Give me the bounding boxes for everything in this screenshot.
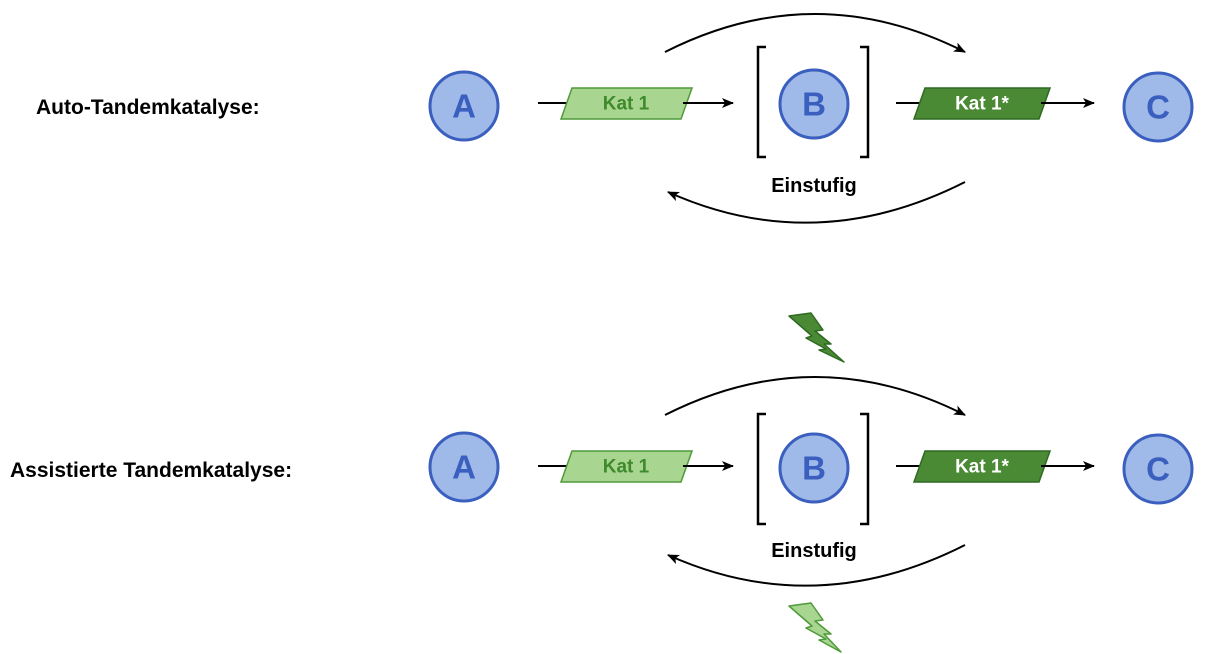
row-assisted-tandem: Assistierte Tandemkatalyse: A Kat 1 B Ei… — [10, 312, 1194, 653]
forward-cycle-arrow — [664, 13, 966, 53]
node-c-label: C — [1146, 451, 1170, 488]
node-b-circle — [778, 432, 850, 504]
node-b-label: B — [802, 86, 826, 123]
node-a-circle — [428, 70, 500, 142]
node-b-circle — [778, 68, 850, 140]
catalyst-kat1-star-shape — [912, 87, 1052, 120]
return-cycle-arrow — [667, 544, 966, 587]
node-b-label: B — [802, 450, 826, 487]
node-a-label: A — [452, 449, 476, 486]
intermediate-label: Einstufig — [771, 540, 857, 562]
catalyst-kat1-label: Kat 1 — [603, 94, 650, 115]
catalyst-kat1-shape — [559, 450, 694, 483]
return-cycle-arrow — [667, 181, 966, 224]
catalyst-kat1-star: Kat 1* — [912, 87, 1052, 120]
catalyst-kat1-star-shape — [912, 450, 1052, 483]
row-auto-tandem: Auto-Tandemkatalyse: A Kat 1 B Einstufig — [36, 13, 1194, 224]
catalyst-kat1-star-label: Kat 1* — [955, 457, 1009, 478]
catalyst-kat1: Kat 1 — [559, 87, 694, 120]
bracket-left — [756, 45, 766, 159]
lightning-dark-icon — [788, 312, 845, 363]
catalyst-kat1-star: Kat 1* — [912, 450, 1052, 483]
node-c-circle — [1122, 71, 1194, 143]
row-label-auto: Auto-Tandemkatalyse: — [36, 96, 260, 119]
node-b: B — [778, 68, 850, 140]
lightning-light-icon — [788, 602, 842, 653]
node-c-circle — [1122, 433, 1194, 505]
node-c: C — [1122, 71, 1194, 143]
catalyst-kat1-shape — [559, 87, 694, 120]
catalyst-kat1-star-label: Kat 1* — [955, 94, 1009, 115]
row-label-assisted: Assistierte Tandemkatalyse: — [10, 459, 292, 482]
node-c: C — [1122, 433, 1194, 505]
node-a-label: A — [452, 88, 476, 125]
catalyst-kat1-label: Kat 1 — [603, 457, 650, 478]
node-a: A — [428, 70, 500, 142]
bracket-right — [860, 412, 870, 526]
bracket-right — [860, 45, 870, 159]
node-b: B — [778, 432, 850, 504]
node-a-circle — [428, 431, 500, 503]
node-a: A — [428, 431, 500, 503]
forward-cycle-arrow — [664, 376, 966, 416]
bracket-left — [756, 412, 766, 526]
intermediate-label: Einstufig — [771, 175, 857, 197]
node-c-label: C — [1146, 89, 1170, 126]
catalyst-kat1: Kat 1 — [559, 450, 694, 483]
